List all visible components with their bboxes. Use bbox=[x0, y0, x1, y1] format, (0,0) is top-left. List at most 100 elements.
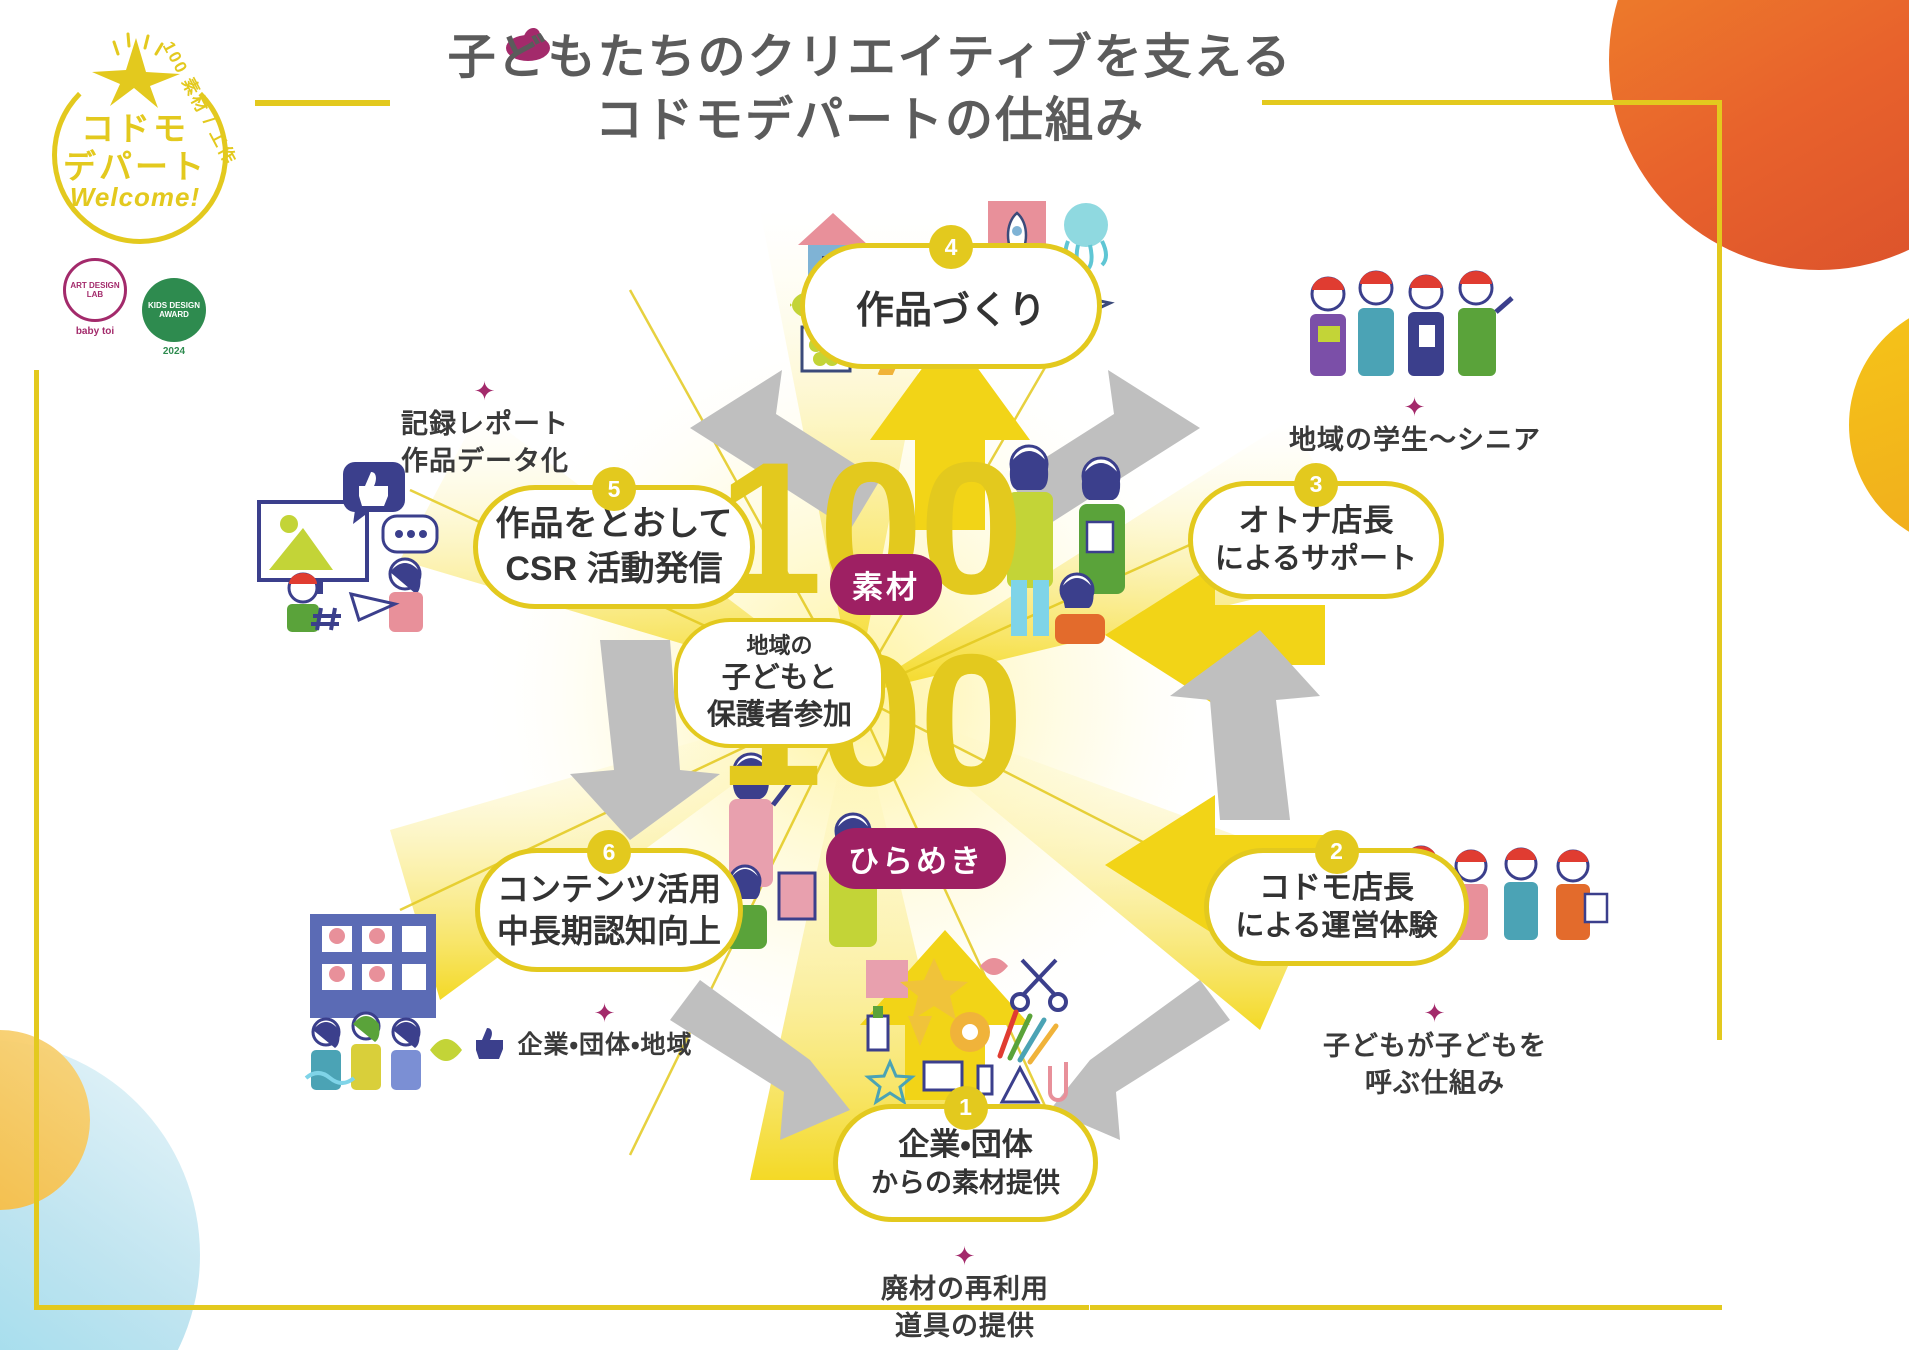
title-dash-left bbox=[255, 100, 390, 106]
step-2-line2: による運営体験 bbox=[1235, 910, 1438, 943]
step-5-number: 5 bbox=[592, 467, 636, 511]
person-presenter-icon bbox=[287, 572, 319, 632]
star-burst-icon: ✦ bbox=[593, 998, 617, 1028]
step-1-caption-line1: 廃材の再利用 bbox=[881, 1274, 1049, 1304]
badge-kids-design-award-mark: KIDS DESIGN AWARD bbox=[142, 278, 206, 342]
page-title: 子どもたちのクリエイティブを支える コドモデパートの仕組み bbox=[420, 26, 1320, 153]
step-3-bubble[interactable]: 3 オトナ店長 によるサポート bbox=[1188, 463, 1444, 599]
step-6-line2: 中長期認知向上 bbox=[496, 913, 721, 949]
frame-line-left bbox=[34, 370, 39, 1310]
step-1-line2: からの素材提供 bbox=[871, 1167, 1060, 1198]
step-2-caption: ✦ 子どもが子どもを 呼ぶ仕組み bbox=[1270, 1000, 1600, 1103]
logo-arc bbox=[52, 66, 228, 244]
step-1-line1: 企業・団体 bbox=[898, 1127, 1033, 1163]
heart-small-icon bbox=[980, 958, 1008, 975]
corner-blob-yellow bbox=[1849, 300, 1909, 550]
beret-icon bbox=[506, 27, 550, 61]
flow-arrow-step1-to-2 bbox=[1050, 980, 1230, 1140]
hub-pill-ideas: ひらめき bbox=[826, 828, 1006, 889]
step-4-line1: 作品づくり bbox=[855, 289, 1046, 332]
page-title-line2: コドモデパートの仕組み bbox=[594, 94, 1145, 148]
step-1-bubble[interactable]: 1 企業・団体 からの素材提供 bbox=[833, 1086, 1098, 1222]
paper-plane-small-icon bbox=[348, 591, 400, 623]
step-6-line1: コンテンツ活用 bbox=[496, 870, 721, 907]
people-front-icon bbox=[311, 1011, 421, 1090]
step-2-bubble[interactable]: 2 コドモ店長 による運営体験 bbox=[1204, 830, 1469, 966]
cone-icon bbox=[999, 1064, 1041, 1104]
frame-line-bottom-right bbox=[1090, 1305, 1722, 1310]
badge-kids-design-award-caption: 2024 bbox=[162, 346, 186, 357]
step-3-line1: オトナ店長 bbox=[1238, 503, 1394, 538]
illustration-csr-broadcast bbox=[257, 462, 439, 632]
step-6-caption-line1: 企業・団体・地域 bbox=[517, 1031, 693, 1059]
frame-line-top-right bbox=[1262, 100, 1722, 105]
scissors-icon bbox=[1010, 958, 1068, 1012]
bubble-local-participation: 地域の 子どもと 保護者参加 bbox=[674, 618, 885, 748]
star-burst-icon: ✦ bbox=[473, 376, 497, 406]
step-3-line2: によるサポート bbox=[1214, 543, 1418, 576]
step-3-caption-line1: 地域の学生〜シニア bbox=[1289, 425, 1541, 455]
step-4-bubble[interactable]: 4 作品づくり bbox=[800, 225, 1102, 369]
badge-art-design-lab: ART DESIGN LAB baby toi bbox=[50, 258, 140, 337]
heart-icon bbox=[430, 1039, 462, 1061]
clip-icon bbox=[1048, 1062, 1068, 1102]
badge-art-design-lab-caption: baby toi bbox=[75, 326, 115, 337]
step-5-bubble[interactable]: 5 作品をとおして CSR 活動発信 bbox=[473, 467, 755, 609]
hub-pill-materials: 素材 bbox=[830, 554, 942, 615]
person-phone-icon bbox=[388, 557, 423, 632]
step-5-caption-line1: 記録レポート bbox=[401, 409, 569, 439]
person-group-icon bbox=[1310, 270, 1514, 376]
corner-blob-blue bbox=[0, 1040, 200, 1350]
monitor-icon bbox=[257, 500, 369, 594]
hash-icon bbox=[311, 607, 341, 631]
step-2-number: 2 bbox=[1314, 830, 1359, 874]
step-5-line2: CSR 活動発信 bbox=[505, 550, 723, 588]
corner-blob-amber bbox=[0, 1030, 90, 1210]
badge-art-design-lab-mark: ART DESIGN LAB bbox=[63, 258, 127, 322]
corner-blob-orange bbox=[1609, 0, 1909, 270]
logo-line-2: デパート bbox=[63, 148, 207, 185]
step-1-caption: ✦ 廃材の再利用 道具の提供 bbox=[790, 1243, 1140, 1346]
chat-bubble-icon bbox=[381, 514, 439, 554]
step-2-caption-line2: 呼ぶ仕組み bbox=[1365, 1068, 1505, 1099]
card-icon bbox=[922, 1060, 964, 1092]
bubble-local-line1: 地域の bbox=[746, 632, 813, 658]
step-5-caption-line2: 作品データ化 bbox=[401, 446, 569, 477]
step-2-line1: コドモ店長 bbox=[1259, 870, 1414, 905]
paper-sheet-icon bbox=[866, 960, 908, 998]
step-6-caption: ✦ 企業・団体・地域 bbox=[490, 1000, 720, 1063]
illustration-craft-supplies bbox=[864, 958, 1068, 1106]
badge-kids-design-award: KIDS DESIGN AWARD 2024 bbox=[138, 278, 210, 357]
bubble-local-line3: 保護者参加 bbox=[706, 699, 852, 732]
glue-icon bbox=[866, 1006, 890, 1052]
wave-lines bbox=[304, 1071, 356, 1085]
logo-line-1: コドモ bbox=[81, 110, 189, 147]
office-building-icon bbox=[310, 914, 436, 1018]
step-6-number: 6 bbox=[587, 830, 631, 874]
bubble-local-line2: 子どもと bbox=[721, 661, 838, 694]
star-burst-icon: ✦ bbox=[1423, 998, 1447, 1028]
triangle-icon bbox=[908, 1016, 932, 1046]
step-1-number: 1 bbox=[943, 1086, 988, 1130]
frame-line-right bbox=[1717, 100, 1722, 1040]
step-6-bubble[interactable]: 6 コンテンツ活用 中長期認知向上 bbox=[475, 830, 743, 972]
illustration-community-people bbox=[1310, 270, 1514, 376]
brand-logo: コドモ デパート Welcome! 100 素材 / 工作 bbox=[30, 14, 240, 244]
step-5-line1: 作品をとおして bbox=[495, 505, 733, 544]
star-outline-icon bbox=[864, 1058, 916, 1106]
pencils-icon bbox=[997, 1009, 1059, 1065]
arrow-up-yellow-lower bbox=[860, 930, 1030, 1100]
bottle-icon bbox=[976, 1064, 994, 1096]
step-1-caption-line2: 道具の提供 bbox=[895, 1311, 1035, 1342]
step-4-number: 4 bbox=[929, 225, 973, 269]
step-3-number: 3 bbox=[1294, 463, 1338, 507]
star-burst-icon: ✦ bbox=[1403, 392, 1427, 422]
step-5-caption: ✦ 記録レポート 作品データ化 bbox=[320, 378, 650, 481]
star-burst-icon: ✦ bbox=[953, 1241, 977, 1271]
step-3-caption: ✦ 地域の学生〜シニア bbox=[1250, 394, 1580, 459]
step-2-caption-line1: 子どもが子どもを bbox=[1323, 1031, 1547, 1061]
page-title-line1: 子どもたちのクリエイティブを支える bbox=[447, 31, 1293, 84]
logo-line-3: Welcome! bbox=[69, 182, 201, 212]
tape-icon bbox=[950, 1012, 990, 1052]
